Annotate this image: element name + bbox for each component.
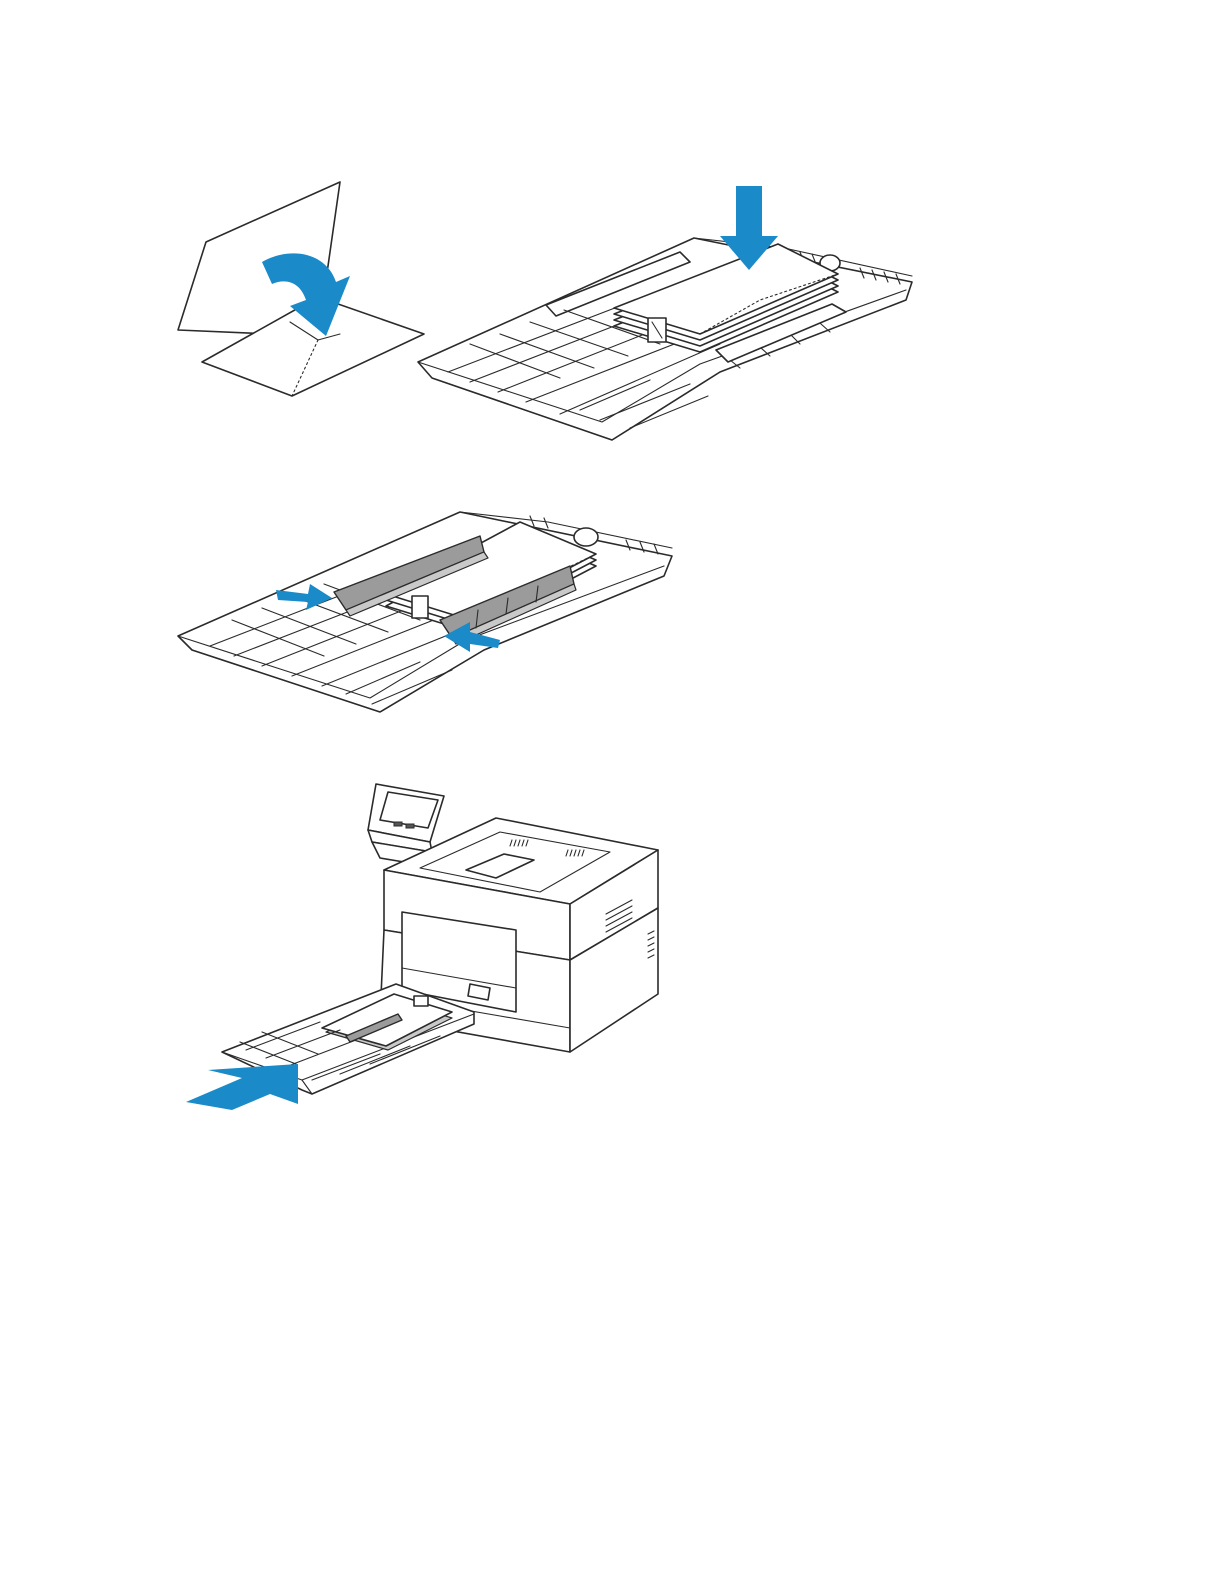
envelope-fold-icon [178,182,424,396]
push-tray-arrow-icon [186,1064,298,1110]
tray-load-icon [418,186,912,440]
printer-tray-insert-icon [186,784,658,1110]
tray-guides-icon [178,512,672,712]
